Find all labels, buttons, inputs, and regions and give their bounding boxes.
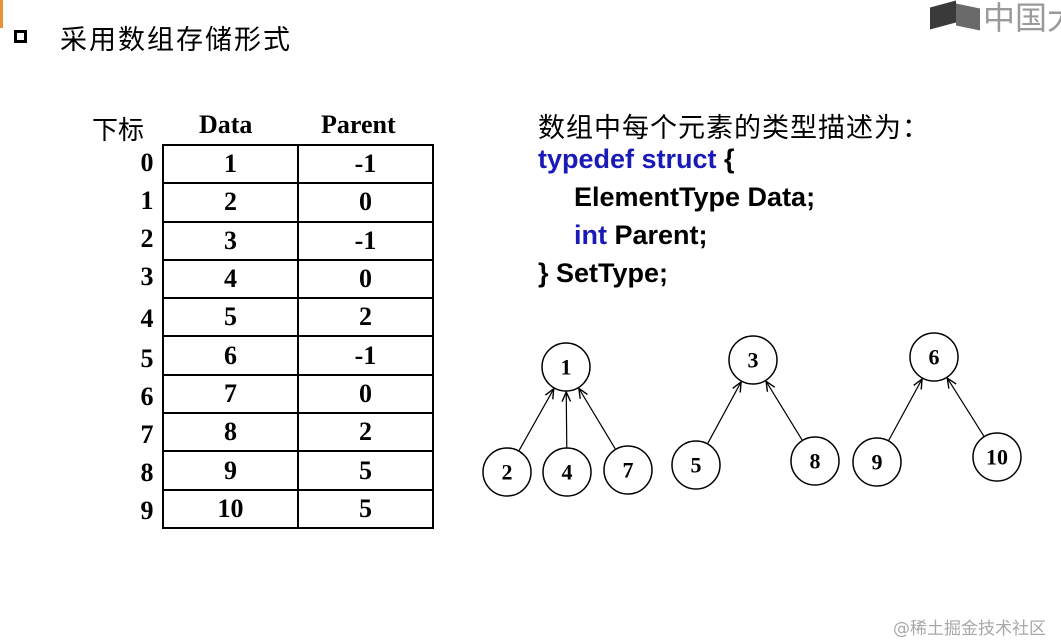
tree-child-node: 4: [542, 447, 592, 497]
node-label: 4: [562, 460, 573, 485]
tree-child-node: 7: [603, 445, 653, 495]
index-label: 0: [140, 148, 154, 177]
slide-title: 采用数组存储形式: [60, 25, 292, 56]
code-keyword: typedef struct: [538, 144, 717, 174]
index-label: 4: [140, 304, 154, 333]
parent-pointer-arrow: [947, 378, 985, 438]
tree-child-node: 9: [852, 437, 902, 487]
tree-root-node: 1: [541, 342, 591, 392]
index-label: 5: [140, 344, 154, 373]
node-label: 7: [623, 458, 634, 483]
tree-child-node: 10: [972, 432, 1022, 482]
data-cell: 2: [161, 182, 300, 223]
node-label: 6: [929, 345, 940, 370]
parent-cell: 5: [297, 488, 434, 530]
tree-child-node: 8: [790, 436, 840, 486]
data-cell: 4: [161, 258, 300, 300]
code-line-1: typedef struct {: [538, 144, 735, 175]
table-row: 1-1: [161, 143, 434, 185]
watermark: @稀土掘金技术社区: [893, 619, 1046, 639]
code-text: {: [716, 144, 735, 174]
parent-cell: 5: [297, 450, 434, 491]
index-label: 1: [140, 186, 154, 215]
parent-pointer-arrow: [887, 379, 922, 442]
parent-cell: -1: [297, 143, 434, 185]
parent-cell: -1: [297, 220, 434, 261]
data-cell: 5: [161, 297, 300, 338]
data-cell: 10: [161, 488, 300, 530]
table-row: 6-1: [161, 335, 434, 376]
node-circle: [671, 440, 721, 490]
logo-text: 中国大: [983, 0, 1061, 37]
code-line-2: ElementType Data;: [574, 182, 816, 212]
data-cell: 3: [161, 220, 300, 261]
table-row: 3-1: [161, 220, 434, 261]
index-header: 下标: [92, 116, 145, 146]
parent-cell: 0: [297, 258, 434, 300]
tree-root-node: 3: [728, 335, 778, 385]
parent-cell: 2: [297, 297, 434, 338]
data-cell: 1: [161, 143, 300, 185]
node-circle: [790, 436, 840, 486]
slide-accent-bar: [0, 0, 3, 28]
node-label: 8: [810, 449, 821, 474]
node-circle: [542, 447, 592, 497]
parent-pointer-arrow: [706, 382, 741, 445]
type-description: 数组中每个元素的类型描述为：: [538, 113, 930, 144]
index-label: 8: [140, 458, 154, 487]
node-label: 3: [748, 348, 759, 373]
data-cell: 7: [161, 373, 300, 415]
parent-cell: -1: [297, 335, 434, 376]
node-circle: [909, 332, 959, 382]
node-label: 5: [691, 453, 702, 478]
node-label: 9: [872, 450, 883, 475]
tree-child-node: 2: [482, 447, 532, 497]
logo: 中国大: [928, 0, 1061, 36]
node-circle: [972, 432, 1022, 482]
parent-pointer-arrow: [766, 381, 803, 441]
index-label: 6: [140, 382, 154, 411]
node-circle: [541, 342, 591, 392]
data-cell: 6: [161, 335, 300, 376]
parent-pointer-arrow: [579, 388, 617, 450]
tree-root-node: 6: [909, 332, 959, 382]
index-label: 3: [140, 262, 154, 291]
code-keyword: int: [574, 220, 607, 250]
index-label: 9: [140, 496, 154, 525]
tree-child-node: 5: [671, 440, 721, 490]
parent-cell: 2: [297, 412, 434, 453]
node-circle: [852, 437, 902, 487]
node-circle: [728, 335, 778, 385]
node-label: 2: [502, 460, 513, 485]
index-label: 2: [140, 224, 154, 253]
parent-column-header: Parent: [321, 110, 396, 139]
node-label: 10: [986, 445, 1008, 470]
parent-pointer-arrow: [518, 389, 554, 452]
node-circle: [482, 447, 532, 497]
data-cell: 8: [161, 412, 300, 453]
parent-cell: 0: [297, 182, 434, 223]
parent-pointer-arrow: [566, 392, 567, 449]
code-line-3: int Parent;: [574, 220, 708, 251]
parent-cell: 0: [297, 373, 434, 415]
node-label: 1: [561, 355, 572, 380]
index-label: 7: [140, 420, 154, 449]
bullet-square-icon: [14, 30, 27, 43]
code-text: Parent;: [607, 220, 708, 250]
code-line-4: } SetType;: [538, 258, 669, 288]
data-cell: 9: [161, 450, 300, 491]
node-circle: [603, 445, 653, 495]
data-column-header: Data: [199, 110, 253, 139]
